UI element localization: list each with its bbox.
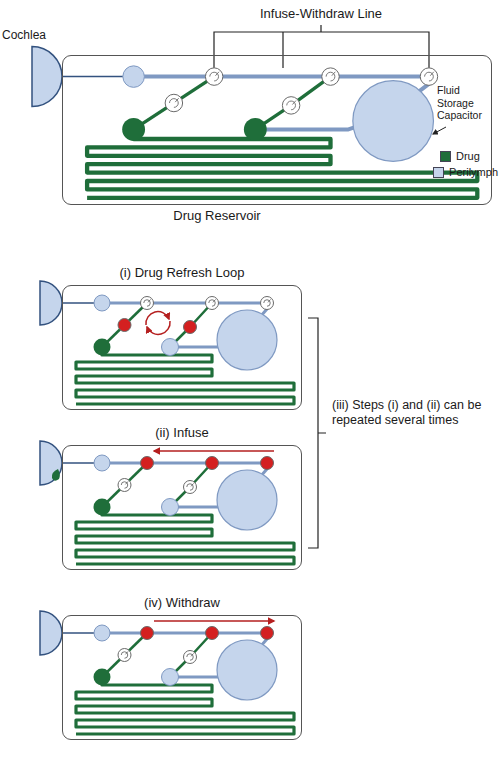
- valve-swirl: [326, 72, 335, 81]
- drug-channel: [134, 77, 215, 130]
- valve: [420, 68, 437, 85]
- line-bracket: [214, 25, 429, 68]
- valve: [205, 68, 222, 85]
- drug-chamber: [162, 499, 179, 516]
- infuse-withdraw-channel: [102, 462, 267, 465]
- legend-entry: Drug: [440, 150, 480, 162]
- cochlea-shape: [32, 47, 62, 107]
- drug-channel: [170, 303, 212, 347]
- panel-heading: (ii) Infuse: [63, 425, 301, 440]
- legend-text: Drug: [456, 150, 480, 162]
- cochlea-shape: [40, 441, 62, 485]
- infuse-withdraw-channel: [102, 632, 267, 635]
- device-panel: Drug Reservoir: [62, 55, 492, 205]
- perilymph-chamber: [123, 66, 145, 88]
- valve: [165, 94, 182, 111]
- valve: [206, 457, 219, 470]
- valve: [261, 297, 274, 310]
- valve: [184, 651, 197, 664]
- fluid-capacitor: [217, 640, 277, 700]
- drug-chamber: [122, 118, 145, 141]
- loop-arrow: [147, 321, 170, 334]
- valve: [118, 649, 131, 662]
- infuse-withdraw-channel: [134, 75, 429, 79]
- drug-chamber: [162, 339, 179, 356]
- drug-chamber: [94, 339, 111, 356]
- panel-heading: (iv) Withdraw: [63, 595, 301, 610]
- valve: [118, 479, 131, 492]
- cochlea-shape: [40, 281, 62, 325]
- device-panel: (iv) Withdraw: [62, 615, 302, 740]
- part-label: Fluid Storage Capacitor: [437, 84, 493, 122]
- valve: [141, 457, 154, 470]
- panel-heading: (i) Drug Refresh Loop: [63, 265, 301, 280]
- legend-entry: Perilymph: [433, 166, 498, 178]
- legend-swatch: [440, 151, 451, 162]
- valve: [141, 627, 154, 640]
- flow-arrow: [154, 620, 274, 622]
- valve-swirl: [144, 299, 151, 306]
- loop-arrow: [146, 312, 169, 325]
- valve-swirl: [209, 299, 216, 306]
- valve-swirl: [210, 72, 219, 81]
- drug-channel: [170, 633, 212, 677]
- perilymph-chamber: [94, 295, 110, 311]
- fluid-capacitor: [217, 310, 277, 370]
- valve-swirl: [187, 653, 194, 660]
- valve: [261, 627, 274, 640]
- valve: [141, 297, 154, 310]
- step-note: (iii) Steps (i) and (ii) can be repeated…: [332, 398, 497, 428]
- valve: [206, 627, 219, 640]
- valve-swirl: [121, 481, 128, 488]
- valve: [282, 97, 299, 114]
- valve: [184, 321, 197, 334]
- valve-swirl: [264, 299, 271, 306]
- valve-swirl: [187, 483, 194, 490]
- device-panel: (ii) Infuse: [62, 445, 302, 570]
- fluid-capacitor: [217, 470, 277, 530]
- drug-channel: [102, 633, 147, 677]
- leader-arrow: [433, 127, 446, 134]
- valve: [261, 457, 274, 470]
- drug-chamber: [244, 118, 267, 141]
- drug-chamber: [94, 499, 111, 516]
- valve: [184, 481, 197, 494]
- cochlea-shape: [40, 611, 62, 655]
- legend-swatch: [433, 167, 444, 178]
- flow-arrow: [154, 450, 274, 452]
- drug-chamber: [94, 669, 111, 686]
- drug-droplet: [52, 469, 60, 481]
- drug-channel: [255, 77, 330, 130]
- infuse-withdraw-channel: [102, 302, 267, 305]
- legend-text: Perilymph: [449, 166, 498, 178]
- panel-heading: Drug Reservoir: [3, 208, 431, 223]
- steps-bracket: [308, 318, 326, 548]
- perilymph-chamber: [94, 625, 110, 641]
- perilymph-channel: [255, 125, 362, 130]
- valve-swirl: [287, 101, 296, 110]
- valve: [322, 68, 339, 85]
- drug-chamber: [162, 669, 179, 686]
- line-label: Infuse-Withdraw Line: [221, 6, 421, 22]
- valve: [118, 319, 131, 332]
- organ-label: Cochlea: [2, 28, 54, 42]
- drug-channel: [170, 463, 212, 507]
- device-panel: (i) Drug Refresh Loop: [62, 285, 302, 410]
- drug-channel: [102, 463, 147, 507]
- valve: [206, 297, 219, 310]
- valve-swirl: [170, 98, 179, 107]
- fluid-capacitor: [353, 81, 434, 162]
- valve-swirl: [425, 72, 434, 81]
- perilymph-chamber: [94, 455, 110, 471]
- valve-swirl: [121, 651, 128, 658]
- drug-channel: [102, 303, 147, 347]
